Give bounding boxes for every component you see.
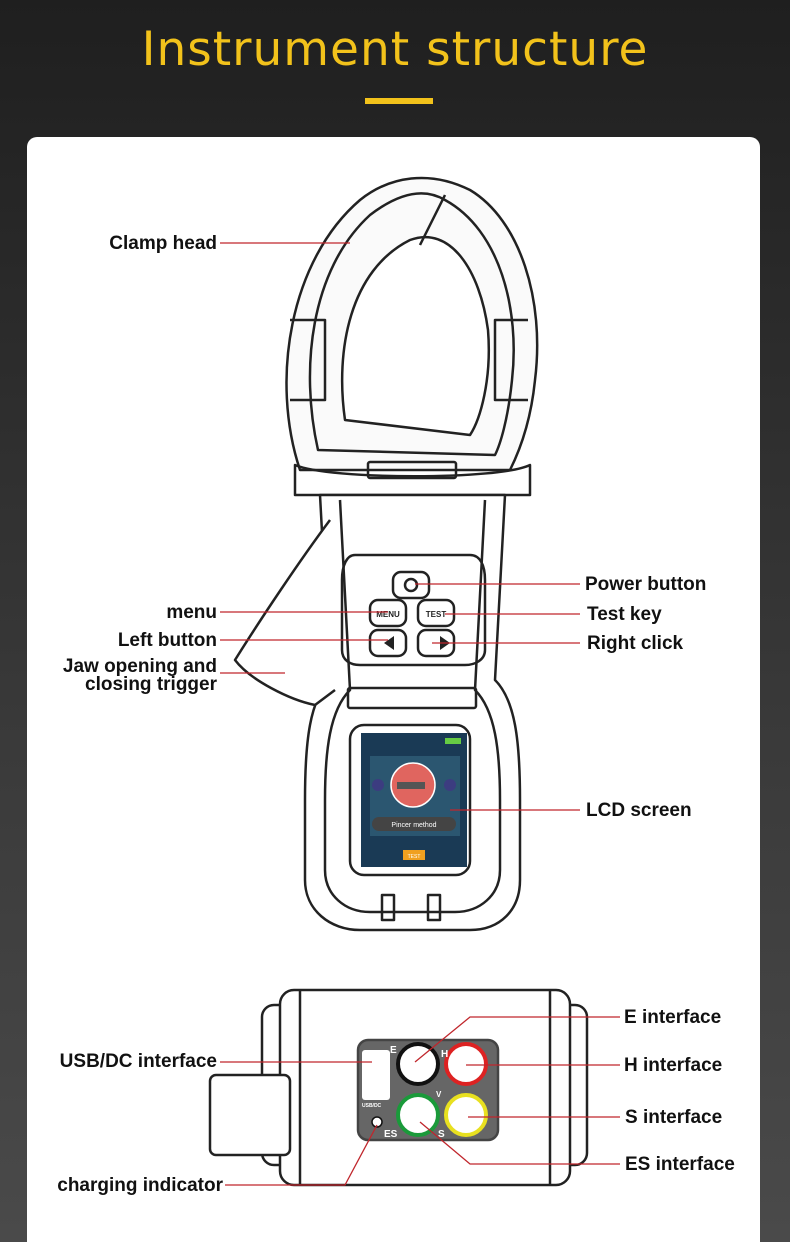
leader-lines [220,242,620,1186]
label-power-button: Power button [585,574,707,595]
label-clamp-head: Clamp head [109,233,217,254]
label-s-interface: S interface [625,1107,723,1128]
menu-key-label: MENU [376,610,400,619]
port-h-label: H [441,1049,448,1060]
label-test-key: Test key [587,604,662,625]
screen-test-button: TEST [408,854,421,860]
port-usb-label: USB/DC [362,1103,382,1109]
port-e-label: E [390,1045,397,1056]
clamp-head [285,176,539,497]
bottom-view [208,988,589,1187]
test-key-label: TEST [426,610,447,619]
label-lcd-screen: LCD screen [586,800,692,821]
screen-mode-text: Pincer method [391,822,436,829]
label-left-button: Left button [117,630,217,651]
port-v-label: V [436,1090,442,1099]
port-es-label: ES [384,1129,398,1140]
title-underline [365,98,433,104]
label-e-interface: E interface [624,1007,722,1028]
label-menu: menu [166,602,217,623]
label-h-interface: H interface [624,1055,723,1076]
lcd-screen: Pincer method TEST [361,733,467,867]
page-title: Instrument structure [141,22,649,77]
label-charging-indicator: charging indicator [57,1175,223,1196]
label-jaw-trigger-1: Jaw opening and [62,656,217,677]
label-right-click: Right click [587,633,684,654]
keypad [368,570,456,658]
label-es-interface: ES interface [625,1154,735,1175]
label-usb-dc-interface: USB/DC interface [59,1051,217,1072]
port-s-label: S [438,1129,445,1140]
label-jaw-trigger-2: closing trigger [85,674,217,695]
